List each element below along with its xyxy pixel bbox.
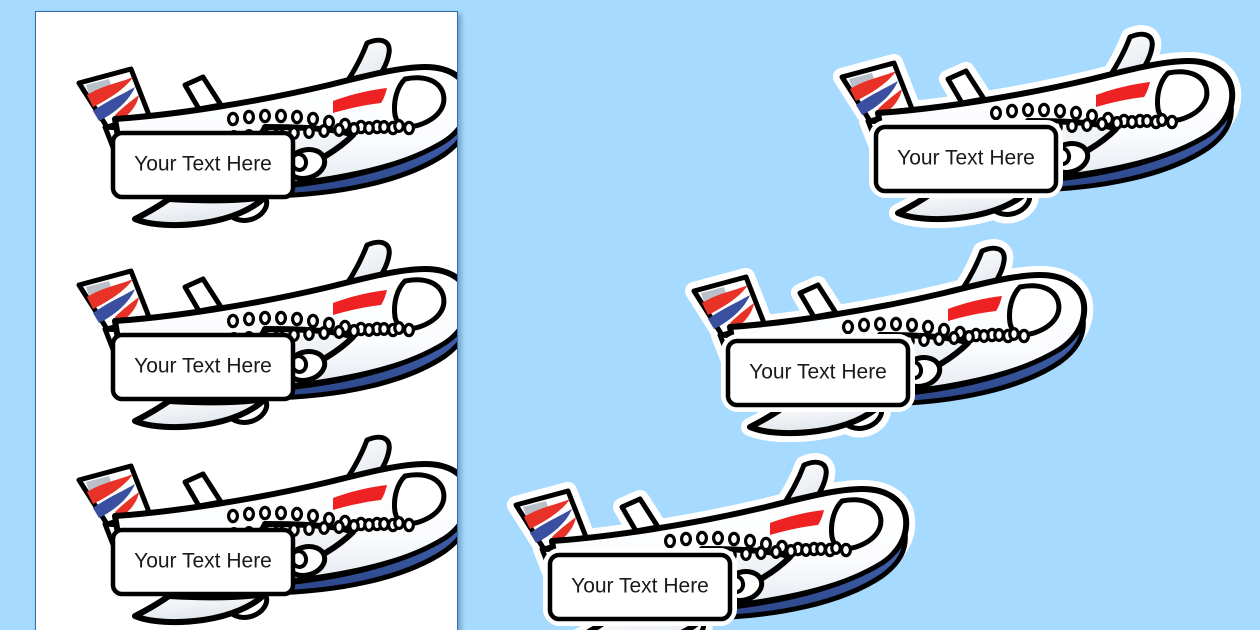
- label-box[interactable]: [873, 124, 1059, 194]
- airplane-illustration: Your Text Here: [53, 23, 458, 238]
- airplane-card-6[interactable]: Your Text Here: [490, 445, 930, 630]
- label-text: Your Text Here: [749, 361, 887, 384]
- airplane-illustration: Your Text Here: [53, 225, 458, 440]
- label-text: Your Text Here: [897, 147, 1035, 170]
- label-text: Your Text Here: [134, 550, 272, 573]
- text-label-plate[interactable]: Your Text Here: [543, 548, 737, 626]
- label-text: Your Text Here: [134, 355, 272, 378]
- text-label-plate[interactable]: Your Text Here: [869, 120, 1063, 198]
- label-text: Your Text Here: [571, 575, 709, 598]
- text-label-plate[interactable]: Your Text Here: [110, 130, 296, 200]
- airplane-illustration: Your Text Here: [668, 231, 1108, 446]
- airplane-illustration: Your Text Here: [490, 445, 930, 630]
- label-box[interactable]: [547, 552, 733, 622]
- airplane-card-5[interactable]: Your Text Here: [668, 231, 1108, 446]
- airplane-card-1[interactable]: Your Text Here: [53, 23, 458, 238]
- label-box[interactable]: [110, 332, 296, 402]
- airplane-illustration: Your Text Here: [816, 17, 1256, 232]
- airplane-illustration: Your Text Here: [53, 420, 458, 630]
- airplane-card-4[interactable]: Your Text Here: [816, 17, 1256, 232]
- text-label-plate[interactable]: Your Text Here: [110, 332, 296, 402]
- label-text: Your Text Here: [134, 153, 272, 176]
- label-box[interactable]: [110, 130, 296, 200]
- label-box[interactable]: [725, 338, 911, 408]
- text-label-plate[interactable]: Your Text Here: [110, 527, 296, 597]
- text-label-plate[interactable]: Your Text Here: [721, 334, 915, 412]
- label-box[interactable]: [110, 527, 296, 597]
- airplane-card-3[interactable]: Your Text Here: [53, 420, 458, 630]
- airplane-card-2[interactable]: Your Text Here: [53, 225, 458, 440]
